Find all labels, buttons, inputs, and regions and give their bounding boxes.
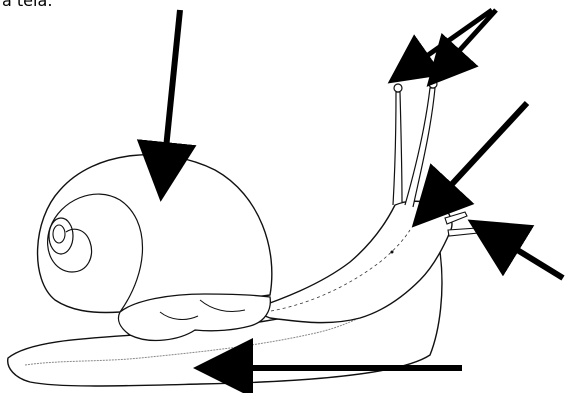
eye-left: [394, 84, 402, 92]
eye-right: [429, 80, 437, 88]
eye-tentacle-left: [393, 92, 402, 205]
arrow-to-head: [428, 103, 527, 210]
arrow-to-shell: [163, 10, 180, 178]
lower-tentacle-lower: [448, 228, 478, 236]
eye-tentacle-right: [405, 88, 435, 207]
pneumostome: [391, 251, 394, 254]
arrow-to-lower-tentacle: [488, 232, 563, 278]
